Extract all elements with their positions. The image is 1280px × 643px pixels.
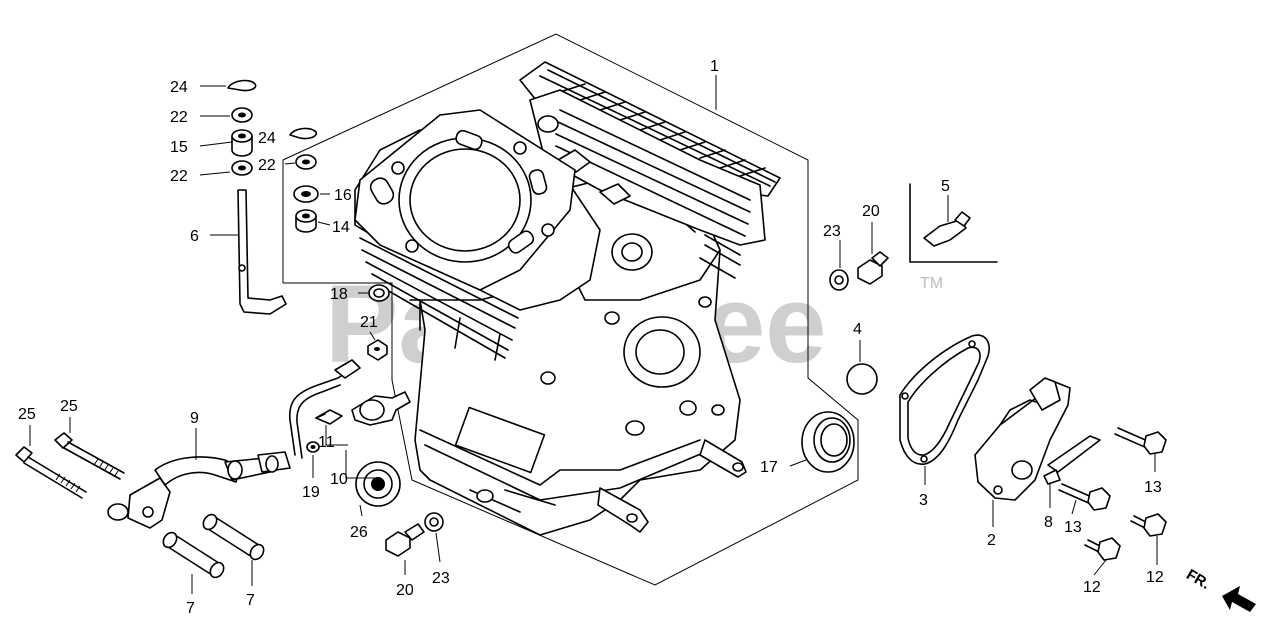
label-13-upper: 13 xyxy=(1144,479,1162,496)
part-25-bolt-right xyxy=(54,432,125,480)
label-7-left: 7 xyxy=(186,600,195,617)
part-13-bolt-upper xyxy=(1114,427,1167,455)
part-26-bearing xyxy=(355,461,401,507)
label-25-left: 25 xyxy=(18,406,36,423)
label-21: 21 xyxy=(360,314,378,331)
part-24-clip-mid xyxy=(289,127,318,140)
label-15: 15 xyxy=(170,139,188,156)
part-22-washer-right xyxy=(295,154,317,170)
part-18-oring xyxy=(368,284,390,302)
label-25-right: 25 xyxy=(60,398,78,415)
label-5: 5 xyxy=(941,178,950,195)
part-12-bolt-left xyxy=(1084,537,1121,561)
part-7-hose-left xyxy=(162,531,225,579)
part-14-bushing xyxy=(295,209,317,233)
watermark-tm: TM xyxy=(920,275,943,292)
group-outline xyxy=(282,33,859,586)
label-22-top: 22 xyxy=(170,109,188,126)
part-15-bushing xyxy=(231,129,253,157)
part-7-hose-right xyxy=(202,513,265,561)
part-8-bracket xyxy=(1043,435,1101,485)
label-1: 1 xyxy=(710,58,719,75)
label-24-mid: 24 xyxy=(258,130,276,147)
label-16: 16 xyxy=(334,187,352,204)
label-22-right: 22 xyxy=(258,157,276,174)
label-26: 26 xyxy=(350,524,368,541)
label-12-right: 12 xyxy=(1146,569,1164,586)
cylinder-block xyxy=(354,61,781,536)
part-13-bolt-lower xyxy=(1058,483,1111,511)
part-21-nut xyxy=(367,339,388,361)
part-24-clip-top xyxy=(227,79,257,92)
label-23-right: 23 xyxy=(823,223,841,240)
part-5-fitting xyxy=(909,183,998,263)
label-20-bottom: 20 xyxy=(396,582,414,599)
label-2: 2 xyxy=(987,532,996,549)
part-20-bolt-right xyxy=(857,251,889,285)
part-17-oil-seal xyxy=(801,411,855,473)
label-8: 8 xyxy=(1044,514,1053,531)
label-18: 18 xyxy=(330,286,348,303)
label-13-lower: 13 xyxy=(1064,519,1082,536)
label-14: 14 xyxy=(332,219,350,236)
part-22-washer-mid xyxy=(231,160,253,176)
part-3-gasket xyxy=(899,334,990,465)
part-20-bolt-bottom xyxy=(385,523,425,557)
label-4: 4 xyxy=(853,321,862,338)
label-22-mid: 22 xyxy=(170,168,188,185)
part-2-cover xyxy=(974,377,1071,501)
part-4-plug xyxy=(846,363,878,395)
label-6: 6 xyxy=(190,228,199,245)
part-23-washer-right xyxy=(829,269,849,291)
label-19: 19 xyxy=(302,484,320,501)
part-9-breather-tube xyxy=(107,359,361,529)
part-19-washer xyxy=(306,441,320,453)
direction-label: FR. xyxy=(1183,566,1212,593)
label-10: 10 xyxy=(330,471,348,488)
label-12-left: 12 xyxy=(1083,579,1101,596)
label-17: 17 xyxy=(760,459,778,476)
part-22-washer-top xyxy=(231,107,253,123)
part-6-rod xyxy=(237,189,287,315)
label-9: 9 xyxy=(190,410,199,427)
leader-lines xyxy=(29,75,1158,594)
part-10-oil-switch xyxy=(351,391,411,426)
part-16-ring xyxy=(293,185,319,203)
label-11: 11 xyxy=(318,434,335,451)
front-direction-arrow xyxy=(1222,586,1256,612)
label-23-bottom: 23 xyxy=(432,570,450,587)
part-11-fitting xyxy=(315,409,343,425)
label-7-right: 7 xyxy=(246,592,255,609)
label-20-right: 20 xyxy=(862,203,880,220)
label-3: 3 xyxy=(919,492,928,509)
part-25-bolt-left xyxy=(15,446,87,499)
label-24-top: 24 xyxy=(170,79,188,96)
part-12-bolt-right xyxy=(1130,513,1167,537)
part-23-washer-bottom xyxy=(424,512,444,532)
